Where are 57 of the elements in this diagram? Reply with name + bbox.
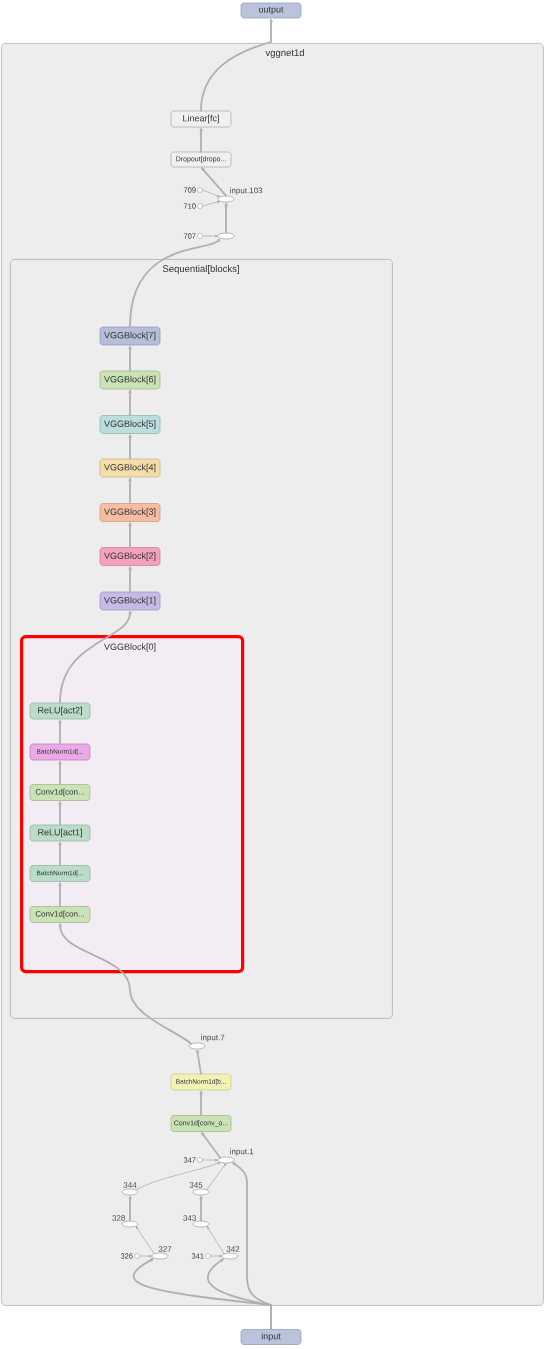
node-label: 344 (123, 1182, 137, 1188)
module-box: VGGBlock[3] (99, 503, 161, 522)
arrow (232, 1162, 272, 1331)
module-box: VGGBlock[4] (99, 458, 161, 478)
arrow (128, 566, 132, 593)
arrow (128, 345, 132, 372)
module-box: VGGBlock[5] (99, 415, 161, 434)
arrow (206, 1226, 225, 1254)
module-box: VGGBlock[2] (99, 547, 161, 566)
arrow (201, 1132, 222, 1159)
module-box: Conv1d[con... (29, 784, 91, 801)
arrow (58, 882, 62, 908)
arrow (58, 923, 193, 1045)
arrow (59, 610, 132, 704)
module-box: VGGBlock[6] (99, 370, 161, 390)
module-box: VGGBlock[7] (99, 326, 161, 346)
module-box: Conv1d[con... (29, 906, 91, 923)
module-box: VGGBlock[1] (99, 591, 161, 611)
arrow (135, 1226, 155, 1254)
arrow (206, 1163, 226, 1190)
arrow (202, 1159, 218, 1161)
terminal-box: input (240, 1329, 302, 1345)
node-label: input.1 (230, 1148, 254, 1156)
arrow (128, 477, 132, 505)
node-label: 327 (158, 1246, 172, 1252)
node-label: input.7 (201, 1034, 225, 1042)
arrow (210, 1255, 222, 1257)
arrow (139, 1255, 152, 1257)
module-box: ReLU[act1] (29, 824, 91, 842)
module-box: Linear[fc] (170, 110, 232, 128)
arrow (128, 434, 132, 460)
arrow (201, 167, 227, 197)
arrow (199, 127, 203, 153)
arrow (58, 841, 62, 867)
arrow (200, 18, 273, 112)
node-label: 343 (183, 1215, 196, 1221)
arrow (129, 238, 220, 328)
arrow (199, 1195, 203, 1222)
arrow (202, 189, 220, 197)
arrow (224, 202, 228, 234)
arrow (135, 1162, 220, 1190)
node-label: input.103 (230, 187, 263, 195)
arrow (58, 760, 62, 786)
arrow (58, 801, 62, 826)
node-label: 342 (226, 1246, 240, 1252)
arrow (199, 1090, 203, 1117)
arrow (128, 389, 132, 417)
node-label: 328 (112, 1215, 125, 1221)
arrow (196, 1049, 202, 1075)
arrow (128, 522, 132, 549)
arrow (58, 719, 62, 745)
terminal-box: output (240, 2, 302, 19)
module-box: ReLU[act2] (29, 702, 91, 720)
node-label: 345 (189, 1182, 203, 1188)
arrow (202, 200, 220, 207)
arrow (202, 235, 218, 237)
arrow (128, 1195, 132, 1222)
